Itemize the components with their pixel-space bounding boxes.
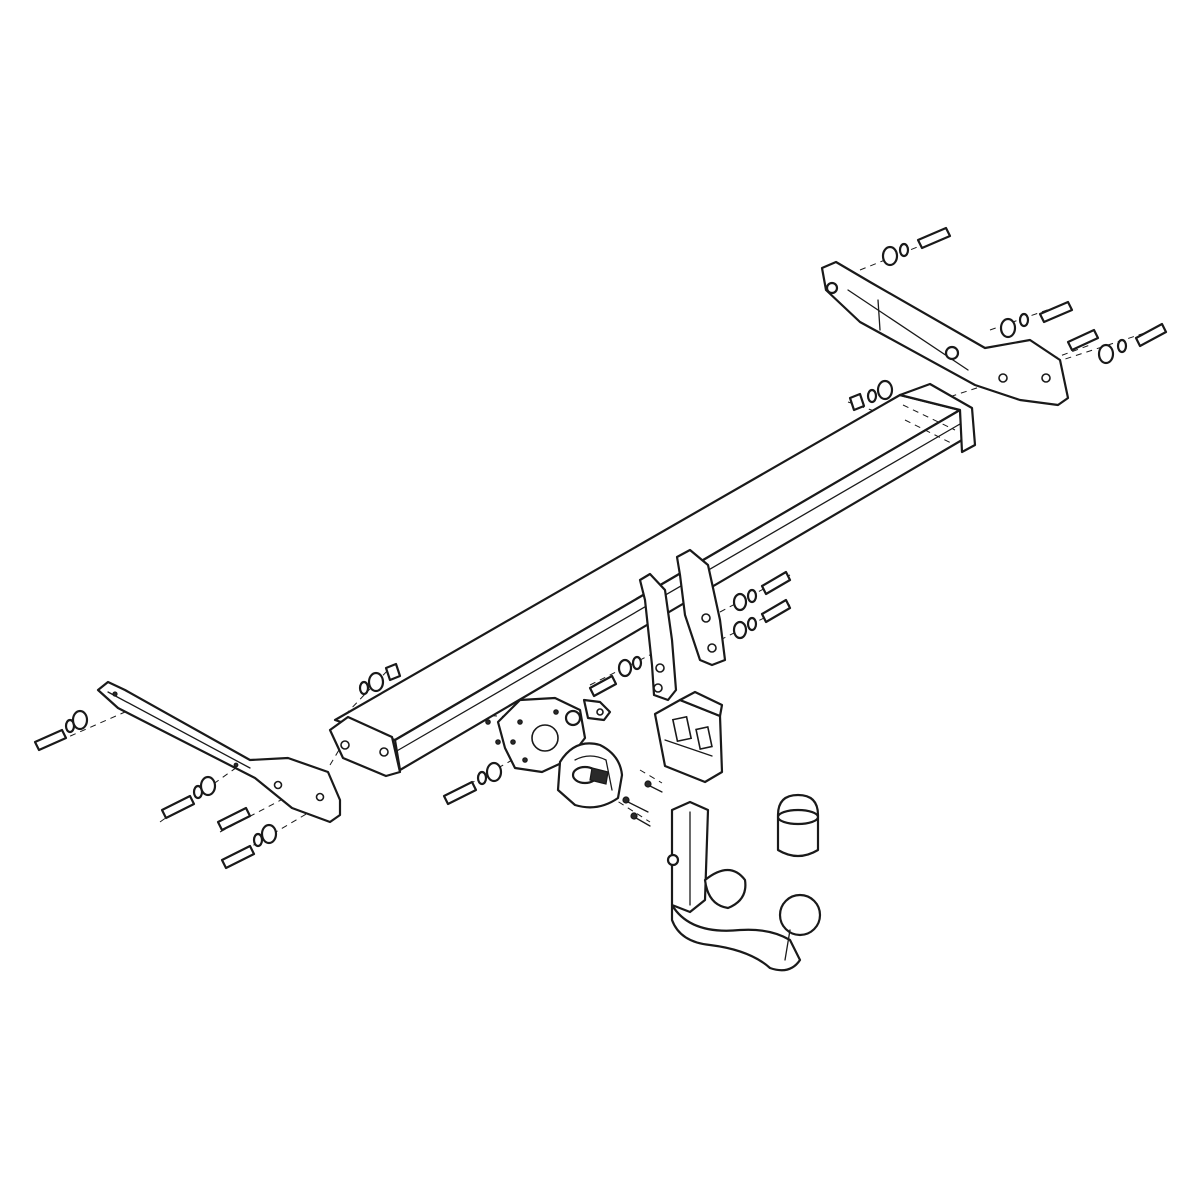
bolt-set-plate-lower bbox=[732, 598, 792, 640]
bolt-set-left-1 bbox=[33, 709, 89, 752]
bolt-set-right-top bbox=[881, 226, 952, 267]
nut-set-tube-right bbox=[848, 379, 894, 412]
bolt-set-right-lower-1 bbox=[1066, 328, 1100, 352]
left-side-bracket bbox=[96, 680, 342, 824]
electrical-socket bbox=[556, 742, 624, 809]
bolt-washer-nut-sets bbox=[33, 226, 1168, 870]
bolt-set-left-2 bbox=[160, 775, 217, 820]
bolt-set-center-lower bbox=[442, 761, 503, 806]
main-crossbar-tube bbox=[328, 382, 977, 778]
detachable-tow-ball-neck bbox=[666, 800, 822, 972]
tow-bar-receiver bbox=[653, 690, 724, 784]
electrical-socket-plate bbox=[496, 696, 612, 774]
bolt-set-left-3 bbox=[216, 806, 252, 832]
right-side-bracket bbox=[820, 260, 1070, 407]
tow-ball-cap bbox=[776, 793, 820, 858]
socket-pins bbox=[485, 719, 663, 827]
bolt-set-right-middle bbox=[999, 300, 1074, 339]
nut-set-tube-left bbox=[358, 662, 402, 696]
bolt-set-center-upper bbox=[588, 655, 643, 698]
bolt-set-right-lower-2 bbox=[1097, 322, 1168, 365]
bolt-set-plate-upper bbox=[732, 570, 792, 612]
center-mounting-plates bbox=[638, 548, 727, 702]
bolt-set-left-4 bbox=[220, 823, 278, 870]
